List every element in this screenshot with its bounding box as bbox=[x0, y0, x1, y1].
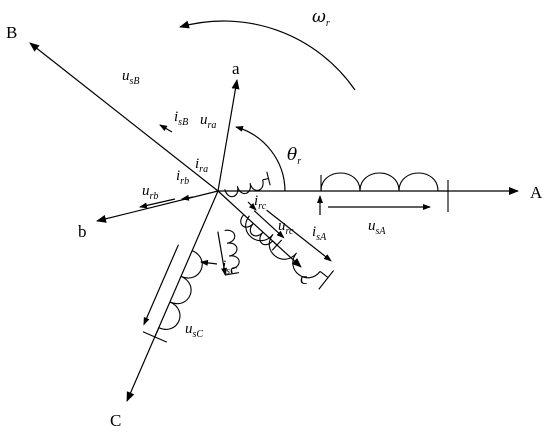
arrow-isB bbox=[159, 124, 173, 133]
omega-label: ωr bbox=[312, 7, 330, 29]
label-usC: usC bbox=[185, 321, 203, 340]
label-ira: ira bbox=[195, 156, 208, 175]
coil-rb bbox=[224, 171, 271, 198]
arrow-isC bbox=[200, 259, 218, 266]
label-urc: urc bbox=[278, 218, 294, 237]
theta-label: θr bbox=[287, 145, 301, 167]
axis-a-line bbox=[217, 79, 240, 192]
axis-b-line bbox=[96, 190, 219, 223]
label-isB: isB bbox=[174, 109, 188, 128]
axis-label-B: B bbox=[6, 23, 17, 42]
label-isC: isC bbox=[222, 258, 237, 277]
axis-label-b: b bbox=[78, 222, 87, 241]
label-isA: isA bbox=[312, 224, 327, 243]
axis-label-a: a bbox=[232, 59, 240, 78]
theta-arc bbox=[235, 125, 286, 192]
coil-sB bbox=[245, 209, 335, 290]
label-usA: usA bbox=[368, 218, 386, 237]
axis-label-c: c bbox=[300, 269, 308, 288]
arrow-irb bbox=[181, 194, 194, 201]
coil-sC bbox=[142, 244, 203, 343]
axis-C-line bbox=[126, 190, 219, 402]
arrow-urb bbox=[139, 198, 176, 209]
axis-c-line bbox=[217, 190, 302, 268]
coil-rc bbox=[240, 210, 285, 251]
omega-arc bbox=[179, 20, 356, 91]
label-irb: irb bbox=[176, 168, 189, 187]
axis-B-line bbox=[29, 42, 219, 192]
label-usB: usB bbox=[122, 68, 140, 87]
axis-label-A: A bbox=[530, 183, 543, 202]
label-urb: urb bbox=[142, 183, 158, 202]
label-irc: irc bbox=[254, 193, 267, 212]
coil-sA bbox=[320, 172, 449, 212]
coil-ra bbox=[217, 229, 240, 276]
axis-label-C: C bbox=[110, 411, 121, 430]
label-ura: ura bbox=[200, 112, 216, 131]
arrow-irc bbox=[247, 201, 257, 211]
